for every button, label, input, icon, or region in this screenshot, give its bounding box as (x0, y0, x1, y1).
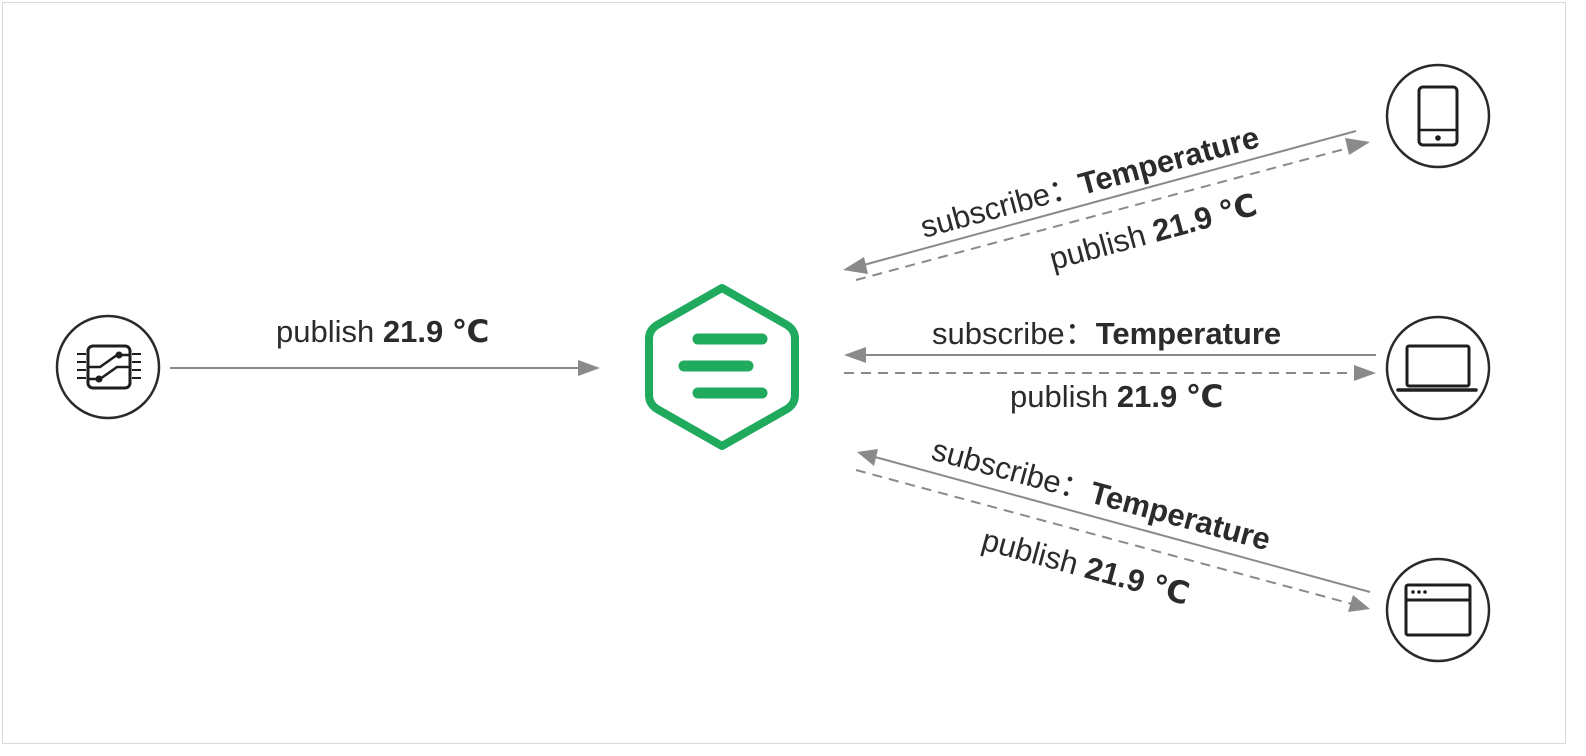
smartphone-icon (1417, 85, 1459, 147)
browser-subscribe-label: subscribe：Temperature (928, 432, 1274, 557)
laptop-publish-label: publish 21.9 ℃ (1010, 379, 1223, 414)
browser-node-circle (1385, 557, 1491, 663)
mobile-node-circle (1385, 63, 1491, 169)
broker-node (645, 284, 799, 450)
mobile-publish-arrowhead (1345, 138, 1370, 155)
edge-browser (855, 449, 1371, 612)
edge-laptop (844, 347, 1376, 381)
sensor-node-circle (55, 314, 161, 420)
mobile-publish-line (855, 146, 1353, 281)
emqx-hexagon-logo (645, 284, 799, 450)
circuit-board-icon (77, 344, 141, 390)
mobile-node (1385, 63, 1491, 169)
laptop-icon (1396, 344, 1478, 392)
sensor-publish-arrowhead (578, 360, 600, 376)
laptop-node (1385, 315, 1491, 421)
browser-window-icon (1404, 583, 1472, 637)
mobile-subscribe-arrowhead (843, 257, 868, 274)
laptop-subscribe-label: subscribe：Temperature (932, 316, 1281, 351)
browser-publish-line (855, 469, 1353, 605)
laptop-publish-arrowhead (1354, 365, 1376, 381)
browser-publish-arrowhead (1348, 595, 1370, 612)
sensor-publish-label: publish 21.9 ℃ (276, 314, 489, 349)
laptop-node-circle (1385, 315, 1491, 421)
browser-subscribe-line (874, 456, 1371, 593)
mobile-subscribe-line (859, 130, 1357, 267)
browser-node (1385, 557, 1491, 663)
sensor-node (55, 314, 161, 420)
edge-sensor-to-broker (170, 360, 600, 376)
browser-subscribe-arrowhead (857, 449, 878, 466)
edge-mobile (843, 130, 1370, 281)
laptop-subscribe-arrowhead (844, 347, 866, 363)
